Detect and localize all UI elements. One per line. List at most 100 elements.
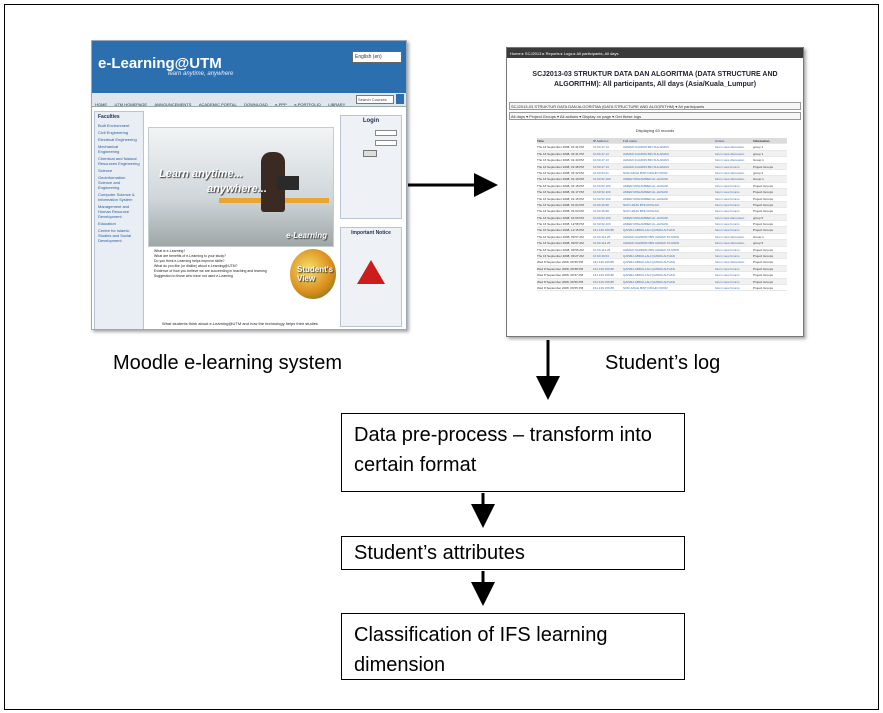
log-cell: QAISRA ABDULLAH QAISRA ALTHAN [623,279,675,284]
log-cell: Project Groups [753,247,774,252]
log-cell: QAISRA ABDULLAH QAISRA ALTHAN [623,260,675,265]
log-cell: Project Groups [753,266,774,271]
log-cell: Thu 16 September 2008, 12:58 PM [537,222,584,227]
log-cell: Thu 16 September 2008, 01:17 PM [537,190,584,195]
students-view-badge: Student's View [290,249,336,299]
log-cell: forum view discussion [715,177,745,182]
log-cell: group 5 [753,215,764,220]
log-cell: Group 1 [753,177,764,182]
faculty-item: Built Environment [98,123,130,128]
log-cell: forum view forums [715,279,740,284]
question-item: What are benefits of e-Learning to your … [154,254,226,258]
attributes-label: Student’s attributes [354,542,525,564]
notice-block: Important Notice [340,227,402,327]
log-cell: AHMAD NAZZIRIN BIN AHMAD TAJUDIN [623,247,680,252]
language-select: English (en) [352,51,402,63]
day-filter: All days ▾ Project Groups ▾ All actions … [509,112,801,120]
log-cell: Project Groups [753,285,774,290]
login-block: Login [340,115,402,219]
faculty-item: Management and Human Resource Developmen… [98,204,130,219]
log-row: Thu 16 September 2008, 01:38 PM 10.60.47.… [537,163,787,170]
laptop-icon [277,176,299,190]
log-cell: 161.139.156.88 [593,228,614,233]
figure-frame [4,4,879,710]
nav-item: ANNOUNCEMENTS [154,102,192,107]
log-cell: forum view forums [715,209,740,214]
log-cell: 10.60.52.100 [593,222,611,227]
log-cell: forum view forums [715,196,740,201]
log-cell: AMIER MOHAMMED AL-HASANI [623,196,669,201]
log-cell: Project Groups [753,228,774,233]
log-cell: 10.60.47.13 [593,164,609,169]
preprocess-box: Data pre-process – transform into certai… [341,413,685,492]
nav-item: ACADEMIC PORTAL [198,102,237,107]
nav-item: UTM HOMEPAGE [114,102,148,107]
log-cell: forum view discussion [715,260,745,265]
search-input: Search Courses [356,95,394,104]
log-cell: AHMAD NAZZIRIN BIN AHMAD TAJUDIN [623,234,680,239]
moodle-footer: What students think about e-Learning@UTM… [162,321,318,326]
log-cell: 10.60.52.100 [593,215,611,220]
log-cell: forum view discussion [715,158,745,163]
moodle-logo: e-Learning@UTM [98,55,222,72]
log-cell: Project Groups [753,260,774,265]
nav-item: LIBRARY [328,102,346,107]
log-header-row: Time IP Address Full name Action Informa… [537,138,787,145]
faculty-item: Civil Engineering [98,130,129,135]
log-cell: forum view forums [715,228,740,233]
log-caption: Student’s log [605,352,721,374]
log-cell: Thu 16 September 2008, 01:32 PM [537,170,584,175]
log-cell: forum view forums [715,254,740,259]
log-cell: forum view forums [715,183,740,188]
faculty-item: Centre for Islamic Studies and Social De… [98,228,132,243]
badge-label: Student's View [297,265,334,283]
question-item: Evidence of how you believe we are succe… [154,269,267,273]
log-cell: 10.60.52.100 [593,196,611,201]
faculty-item: Computer Science & Information System [98,192,135,202]
log-cell: 10.60.39.54 [593,254,609,259]
question-item: What is e-Learning? [154,249,186,253]
log-cell: Thu 16 September 2008, 01:38 PM [537,164,584,169]
log-cell: forum view forums [715,164,740,169]
warning-icon [357,260,385,284]
log-cell: forum view forums [715,273,740,278]
log-cell: Thu 16 September 2008, 09:56 AM [537,247,584,252]
log-cell: 10.60.52.100 [593,177,611,182]
moodle-tagline: learn anytime, anywhere [168,71,234,77]
log-cell: 10.60.114.25 [593,241,611,246]
log-cell: group 1 [753,145,764,150]
question-list: What is e-Learning? What are benefits of… [154,249,294,279]
faculty-item: Science [98,168,113,173]
log-cell: 10.60.47.13 [593,145,609,150]
hero-photo: Learn anytime... anywhere... e-Learning [148,127,334,247]
log-cell: AMIER MOHAMMED AL-HASANI [623,222,669,227]
log-cell: 161.139.156.88 [593,273,614,278]
log-cell: Project Groups [753,183,774,188]
log-cell: NOR AZIAH BINTI MOHD NOOR [623,170,668,175]
log-cell: Project Groups [753,254,774,259]
log-cell: NUR HAIZA BTE ROSLAN [623,202,659,207]
log-cell: Group 1 [753,158,764,163]
log-table: Time IP Address Full name Action Informa… [537,138,787,292]
log-cell: forum view forums [715,247,740,252]
nav-item: e-PORTFOLIO [294,102,321,107]
log-breadcrumb: Home ▸ SCJ2013 ▸ Reports ▸ Logs ▸ All pa… [507,48,803,58]
search-icon [396,94,404,104]
log-cell: AMIER MOHAMMED AL-HASANI [623,215,669,220]
faculties-title: Faculties [98,114,120,120]
nav-item: HOME [95,102,107,107]
log-cell: NOR AZIAH BINTI MOHD NOOR [623,285,668,290]
log-row: Thu 16 September 2008, 12:58 PM 10.60.52.… [537,221,787,228]
log-cell: forum view discussion [715,151,745,156]
log-cell: AMIER MOHAMMED AL-HASANI [623,190,669,195]
question-item: Suggestion to those who have not used e-… [154,274,234,278]
